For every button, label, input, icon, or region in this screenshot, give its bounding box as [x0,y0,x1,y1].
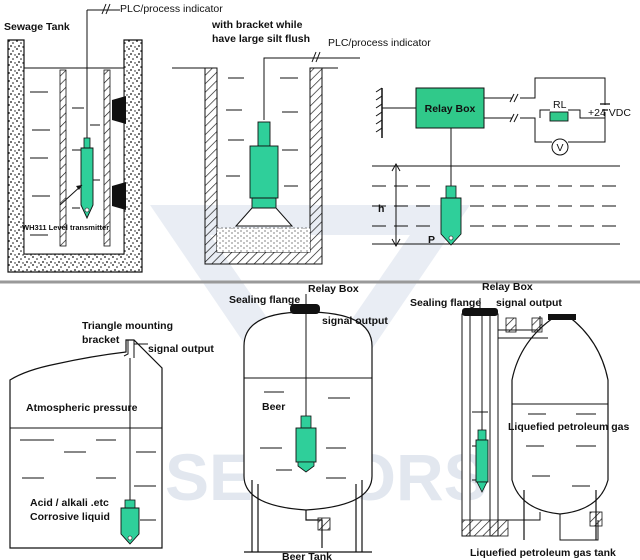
lpg-tank-body [511,315,609,515]
triangle-bracket [123,340,135,358]
silt-layer [217,228,310,252]
plc-indicator-label-1: PLC/process indicator [120,3,223,15]
sewage-liquid-level [30,91,100,236]
relay-box-label-1: Relay Box [425,103,476,115]
clamp-upper [112,96,126,124]
silt-bracket-cone [234,207,294,227]
stilling-pipe-right [103,69,111,247]
level-sensor-4 [120,499,140,545]
panel-corrosive-tank: Triangle mounting bracket signal output … [9,320,214,549]
corrosive-tank-body [9,339,163,549]
triangle-label-line1: Triangle mounting [82,320,173,332]
level-sensor-1 [80,137,94,220]
voltmeter [551,138,569,156]
beer-tank-label: Beer Tank [282,551,332,560]
panel-lpg-tank: Sealing flange Relay Box signal output L… [410,281,630,559]
voltmeter-label: V [556,142,563,154]
atmospheric-label: Atmospheric pressure [26,402,138,414]
lpg-liquid [472,411,596,487]
circuit-wires [484,77,606,143]
signal-output-label-2: signal output [322,315,388,327]
lpg-tank-label: Liquefied petroleum gas tank [470,547,616,559]
level-sensor-3 [440,185,462,246]
sealing-flange-2 [462,308,498,316]
level-sensor-2 [249,121,279,223]
clamp-lower [112,182,126,210]
relay-liquid-levels [372,165,620,245]
panel-beer-tank: Sealing flange Relay Box signal output B… [229,283,388,560]
transmitter-model-label: WH311 Level transmitter [22,223,109,232]
beer-liquid [260,391,350,479]
lpg-base-block [461,519,509,537]
relay-box-label-3: Relay Box [482,281,533,293]
height-label: h [378,203,384,215]
lpg-stilling-pipe-left [461,313,471,537]
level-sensor-6 [475,429,489,493]
sealing-flange-1 [290,304,320,314]
silt-tank-liquid [226,77,298,187]
lpg-valve-top-2 [531,317,543,333]
panel-silt-bracket: PLC/process indicator with bracket while… [172,19,431,265]
resistor-label: RL [553,99,567,111]
beer-outlet-valve [317,517,331,531]
corrosive-liquid [20,439,156,521]
stilling-pipe-left [59,69,67,247]
acid-label-line1: Acid / alkali .etc [30,497,109,509]
bracket-label-line1: with bracket while [211,19,303,31]
lpg-label: Liquefied petroleum gas [508,421,630,433]
supply-voltage-label: +24 VDC [588,107,631,119]
plc-indicator-label-2: PLC/process indicator [328,37,431,49]
beer-tank-body [243,311,373,511]
signal-output-label-1: signal output [148,343,214,355]
panel-relay-circuit: Relay Box RL +24 VDC V [372,77,631,248]
beer-outlet-pipe [305,510,323,548]
sewage-tank-label: Sewage Tank [4,21,70,33]
height-arrow [391,162,401,248]
relay-box-1 [415,87,485,129]
sealing-flange-label-1: Sealing flange [229,294,300,306]
lpg-valve-top-1 [505,317,517,333]
beer-tank-legs [251,480,363,552]
lpg-stilling-pipe-right [489,313,499,537]
sensor-cable-2 [263,57,360,120]
triangle-label-line2: bracket [82,334,120,346]
lpg-tank-legs [523,490,597,540]
pressure-label: P [428,234,435,246]
beer-label: Beer [262,401,285,413]
level-sensor-5 [295,415,317,473]
sealing-flange-label-2: Sealing flange [410,297,481,309]
relay-box-label-2: Relay Box [308,283,359,295]
signal-output-label-3: signal output [496,297,562,309]
bracket-label-line2: have large silt flush [212,33,310,45]
acid-label-line2: Corrosive liquid [30,511,110,523]
load-resistor [549,111,569,122]
panel-sewage-tank: PLC/process indicator Sewage Tank WH311 … [4,3,223,273]
